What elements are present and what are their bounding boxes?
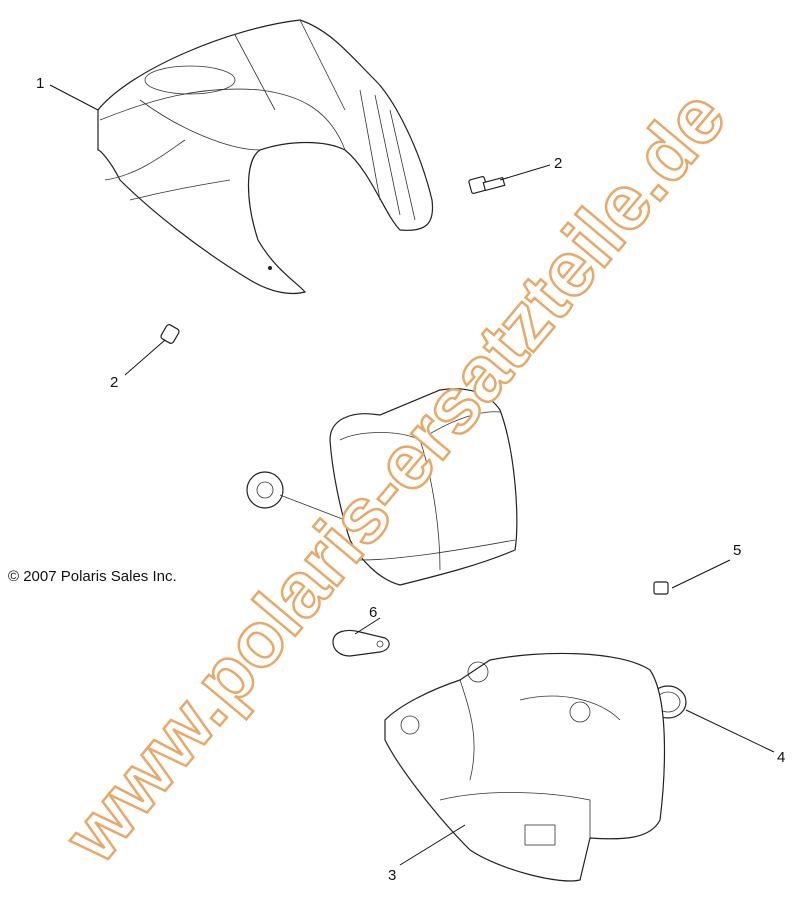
copyright-text: © 2007 Polaris Sales Inc. bbox=[8, 568, 177, 585]
callout-2-left: 2 bbox=[110, 374, 118, 391]
callout-1: 1 bbox=[36, 75, 44, 92]
callout-6: 6 bbox=[369, 604, 377, 621]
callout-2-right: 2 bbox=[554, 155, 562, 172]
callout-5: 5 bbox=[733, 542, 741, 559]
part-2-screw-left[interactable] bbox=[160, 324, 180, 345]
callout-3: 3 bbox=[388, 867, 396, 884]
instrument-cluster[interactable] bbox=[246, 388, 518, 586]
part-6-grommet[interactable] bbox=[332, 629, 390, 657]
part-1-hood-cover[interactable] bbox=[97, 19, 434, 295]
callout-4: 4 bbox=[777, 749, 785, 766]
callouts: 1 2 2 5 6 4 3 bbox=[36, 75, 785, 884]
part-2-screw-right[interactable] bbox=[468, 176, 506, 194]
part-5-clip[interactable] bbox=[653, 581, 669, 595]
part-3-lower-housing[interactable] bbox=[384, 652, 666, 882]
